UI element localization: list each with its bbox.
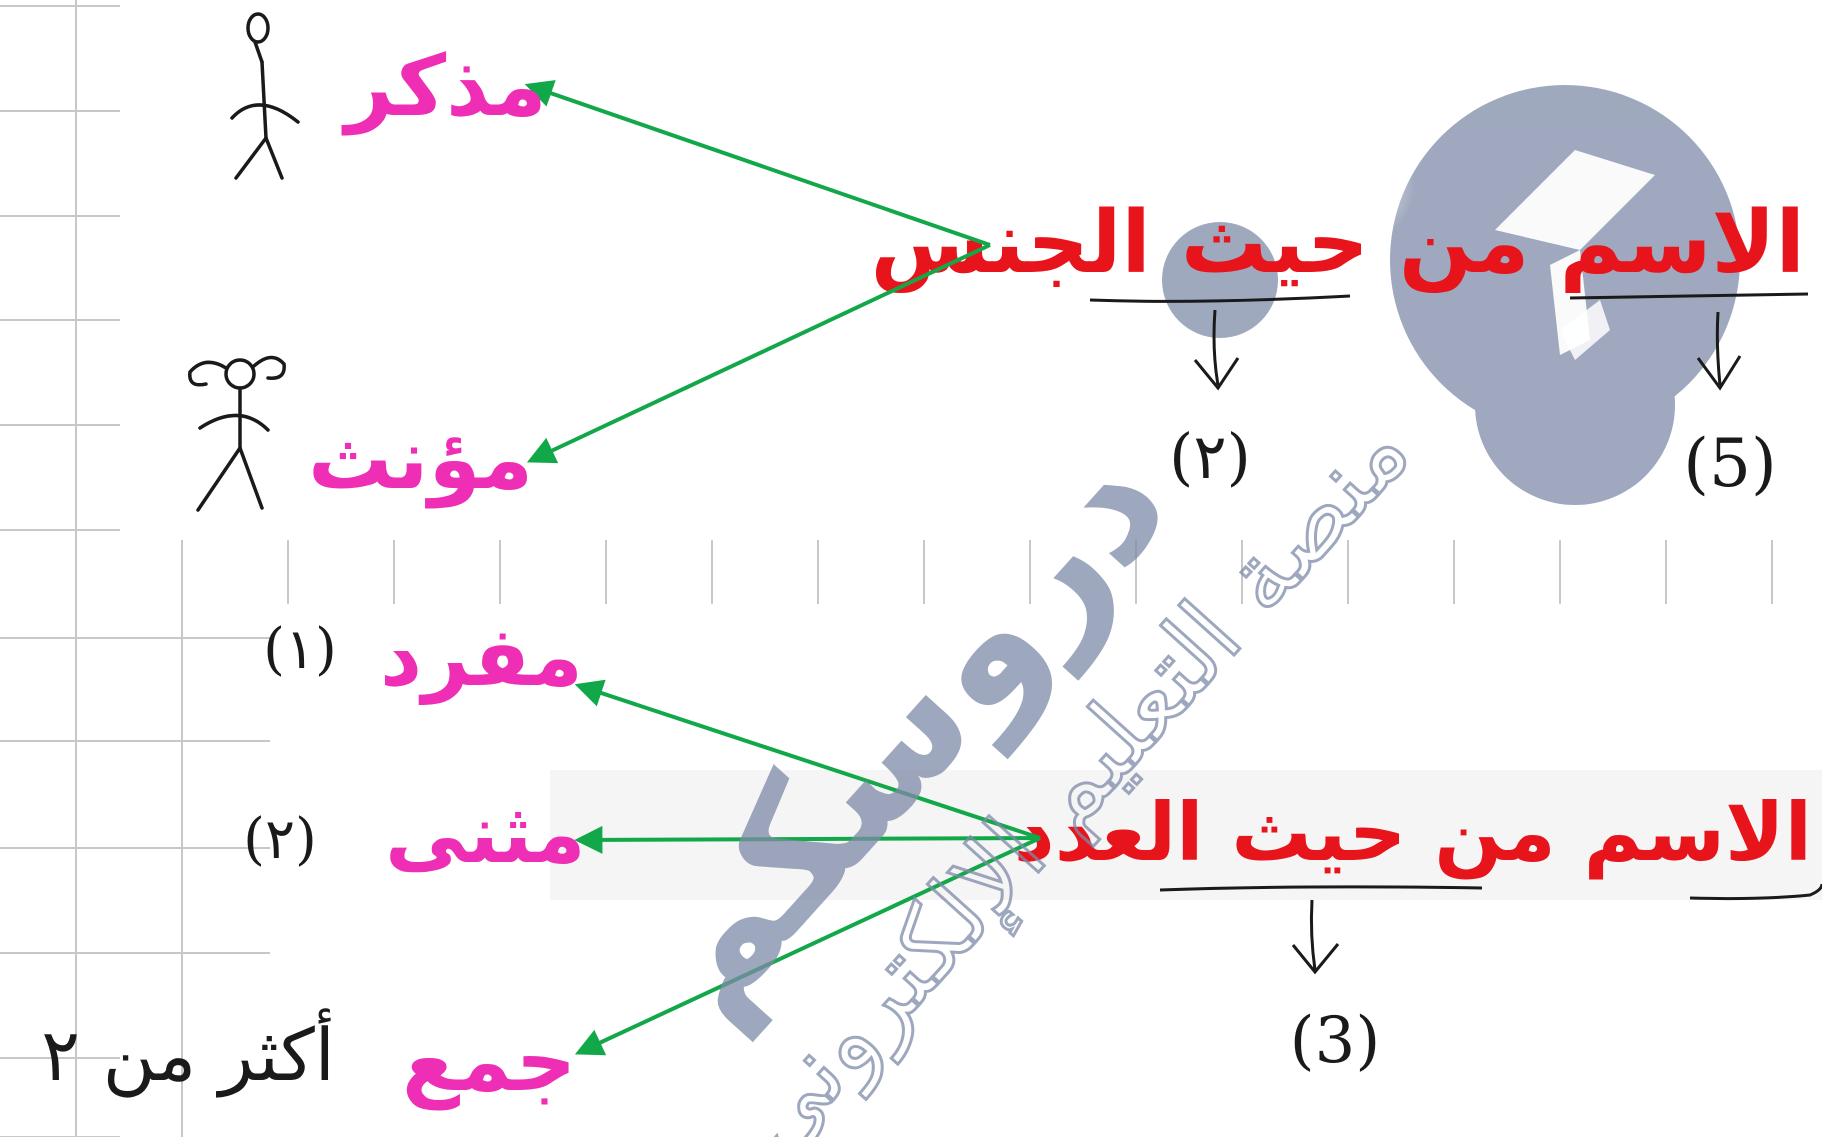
feminine-label: مؤنث — [308, 410, 533, 509]
gender-arrows — [524, 80, 991, 464]
singular-mark: (١) — [263, 617, 337, 682]
female-stick-figure-icon — [188, 355, 286, 512]
dual-label: مثنى — [385, 787, 586, 882]
number-underline-left — [1159, 885, 1483, 892]
gender-down-arrow-left-icon — [1193, 309, 1240, 391]
male-stick-figure-icon — [230, 12, 300, 180]
number-heading: الاسم من حيث العدد — [1014, 786, 1812, 880]
number-count: (3) — [1290, 1004, 1381, 1078]
lens-flare — [1295, 125, 1415, 245]
number-down-arrow-icon — [1291, 899, 1340, 975]
graduation-cap-logo-icon — [1162, 85, 1740, 505]
plural-label: جمع — [402, 1012, 576, 1111]
number-arrows — [574, 679, 1041, 1056]
plural-note: أكثر من ٢ — [41, 1007, 335, 1098]
gender-underline-left — [1089, 294, 1351, 303]
gender-heading: الاسم من حيث الجنس — [870, 193, 1805, 293]
gender-count-left: (٢) — [1169, 420, 1251, 493]
number-underline-right — [1689, 883, 1822, 901]
gender-underline-right — [1569, 292, 1809, 300]
gender-count-right: (5) — [1683, 425, 1777, 502]
gender-down-arrow-right-icon — [1696, 311, 1742, 391]
singular-label: مفرد — [380, 610, 583, 705]
masculine-label: مذكر — [341, 37, 547, 136]
ruler-ticks — [181, 540, 1773, 604]
dual-mark: (٢) — [243, 807, 317, 872]
grid-lines — [0, 0, 270, 1137]
highlight-band — [550, 770, 1822, 900]
